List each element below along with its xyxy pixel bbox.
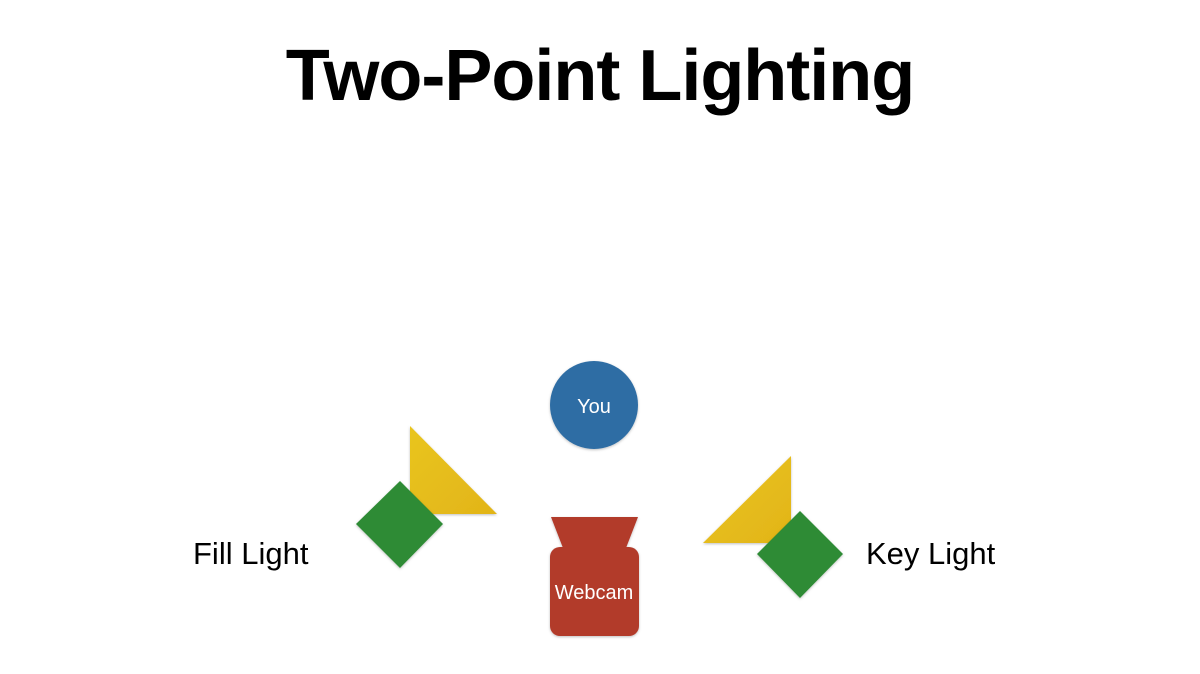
fill-light-label: Fill Light [193, 536, 309, 571]
slide-title: Two-Point Lighting [285, 36, 915, 116]
webcam-label: Webcam [555, 582, 634, 604]
webcam-lens-icon [551, 517, 638, 548]
key-light-node [703, 456, 843, 598]
fill-light-node [356, 426, 497, 568]
key-light-label: Key Light [866, 536, 996, 571]
key-light-reflector-triangle-icon [703, 456, 791, 543]
webcam-body-icon [550, 547, 639, 636]
webcam-node [550, 517, 639, 636]
subject-circle [550, 361, 638, 449]
fill-light-source-diamond-icon [356, 481, 443, 568]
fill-light-reflector-triangle-icon [410, 426, 497, 514]
key-light-source-diamond-icon [757, 511, 843, 598]
subject-label: You [577, 396, 611, 418]
subject-node: You [550, 361, 638, 449]
